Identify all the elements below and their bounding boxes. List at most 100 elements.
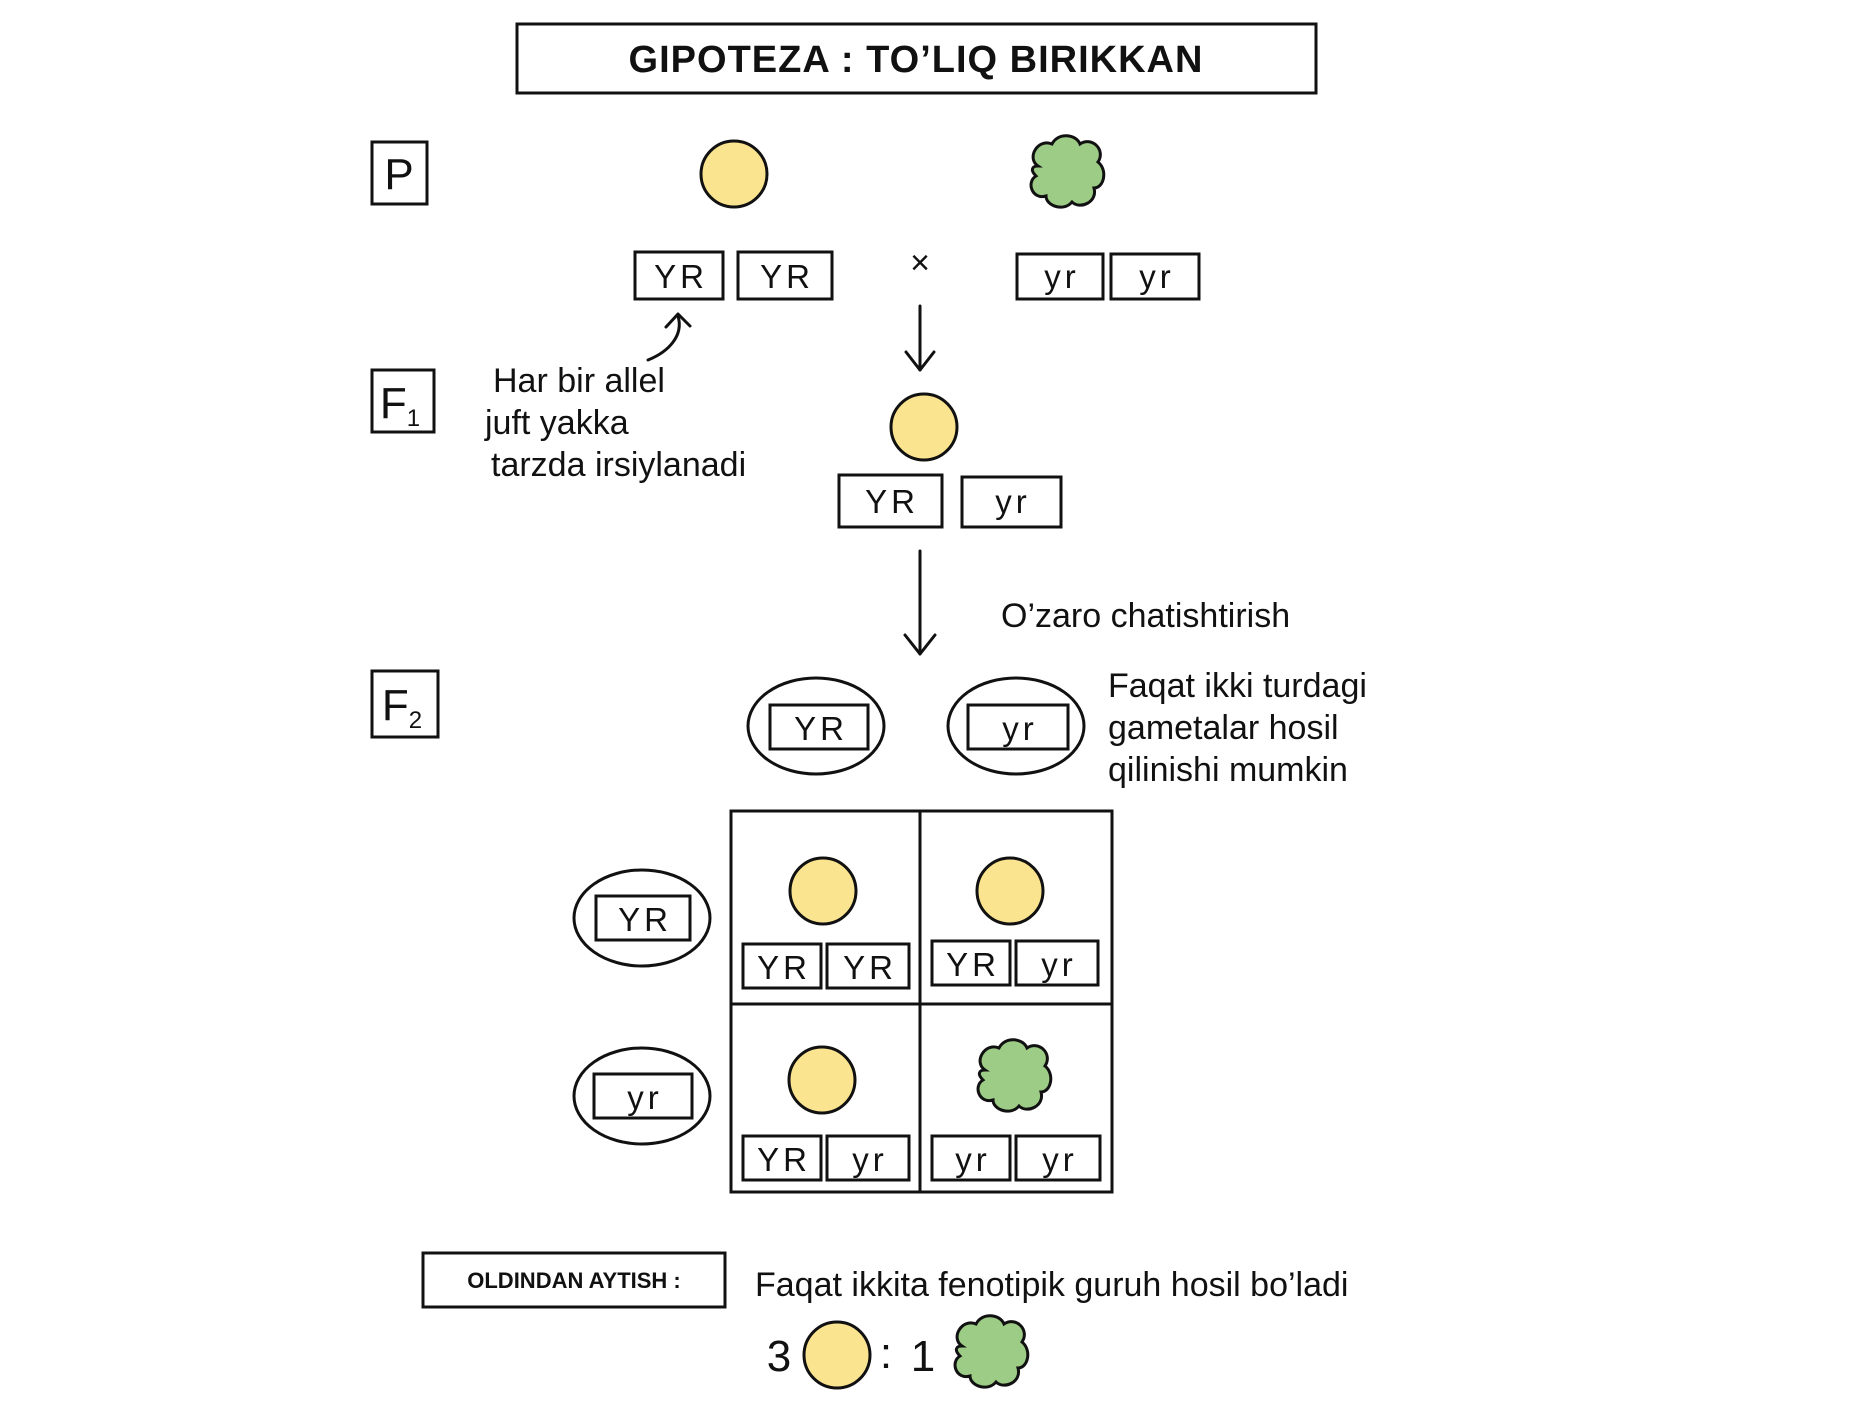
allele-frame	[960, 475, 1063, 529]
allele-label: YR	[794, 710, 848, 747]
generation-label-text: F1	[380, 379, 420, 432]
allele-label: yr	[852, 1141, 888, 1178]
generation-subscript: 1	[407, 405, 420, 432]
yellow-round-pea-icon	[787, 1045, 857, 1115]
gamete-top-2: yr	[946, 676, 1086, 776]
allele-label: YR	[946, 946, 1000, 983]
allele-label: YR	[760, 258, 814, 295]
allele-box: yr	[960, 475, 1063, 529]
allele-label: YR	[618, 901, 672, 938]
punnett-square: YR YR YR yr YR yr yr yr	[729, 809, 1114, 1194]
down-arrow-icon	[903, 549, 937, 656]
allele-frame	[837, 473, 944, 529]
phenotype-ratio: 3 : 1	[767, 1314, 1030, 1390]
allele-label: yr	[1041, 946, 1077, 983]
allele-frame	[930, 939, 1012, 987]
allele-note: Har bir allel juft yakka tarzda irsiylan…	[484, 362, 746, 484]
green-wrinkled-pea-icon	[1029, 134, 1106, 209]
curved-arrow-icon	[646, 312, 692, 362]
allele-frame	[592, 1072, 694, 1120]
generation-letter: F	[380, 379, 407, 428]
allele-frame	[1014, 939, 1100, 987]
allele-label: YR	[757, 949, 811, 986]
allele-frame	[1109, 252, 1201, 301]
punnett-cell: YR yr	[930, 856, 1100, 987]
punnett-cell: yr yr	[930, 1038, 1102, 1182]
arrow-head	[904, 350, 936, 372]
allele-frame	[594, 894, 692, 942]
note-line: qilinishi mumkin	[1108, 751, 1348, 789]
gamete-top-1: YR	[746, 676, 886, 776]
note-line: gametalar hosil	[1108, 709, 1339, 747]
allele-frame	[966, 703, 1070, 751]
gamete-ellipse	[746, 676, 886, 776]
generation-label-frame	[370, 140, 429, 206]
prediction-text: Faqat ikkita fenotipik guruh hosil bo’la…	[755, 1266, 1348, 1304]
yellow-round-pea-icon	[699, 139, 769, 209]
allele-frame	[741, 942, 823, 990]
prediction-label: OLDINDAN AYTISH :	[467, 1268, 681, 1293]
generation-label-text: P	[384, 150, 413, 199]
yellow-round-pea-icon	[802, 1320, 872, 1390]
generation-subscript: 2	[409, 707, 422, 734]
allele-label: yr	[1042, 1141, 1078, 1178]
title-banner: GIPOTEZA : TO’LIQ BIRIKKAN	[515, 22, 1318, 95]
gamete-left-2: yr	[572, 1046, 712, 1146]
allele-box: yr	[1109, 252, 1201, 301]
cross-label: O’zaro chatishtirish	[1001, 597, 1290, 635]
allele-label: yr	[1002, 710, 1038, 747]
punnett-cell: YR YR	[741, 856, 911, 990]
allele-label: YR	[843, 949, 897, 986]
allele-label: YR	[757, 1141, 811, 1178]
parent-2: yr yr	[1015, 134, 1201, 301]
ratio-yellow-count: 3	[767, 1332, 791, 1381]
allele-frame	[768, 703, 870, 751]
yellow-round-pea-icon	[788, 856, 858, 926]
gamete-ellipse	[572, 1046, 712, 1146]
allele-box: yr	[1015, 252, 1105, 301]
page-title: GIPOTEZA : TO’LIQ BIRIKKAN	[629, 39, 1204, 81]
gamete-ellipse	[946, 676, 1086, 776]
generation-label-p: P	[370, 140, 429, 206]
allele-label: yr	[627, 1079, 663, 1116]
cross-symbol: ×	[910, 244, 930, 282]
allele-frame	[1015, 252, 1105, 301]
gamete-note: Faqat ikki turdagi gametalar hosil qilin…	[1108, 667, 1367, 789]
generation-label-frame	[370, 368, 436, 434]
allele-label: yr	[1139, 258, 1175, 295]
note-line: juft yakka	[484, 404, 629, 442]
note-line: tarzda irsiylanadi	[491, 446, 746, 484]
gamete-ellipse	[572, 868, 712, 968]
allele-label: yr	[1044, 258, 1080, 295]
allele-box: YR	[633, 250, 725, 301]
allele-frame	[1014, 1134, 1102, 1182]
f1-offspring: YR yr	[837, 392, 1063, 529]
prediction-label-frame	[421, 1251, 727, 1309]
green-wrinkled-pea-icon	[953, 1314, 1030, 1389]
allele-label: yr	[955, 1141, 991, 1178]
ratio-green-count: 1	[911, 1332, 935, 1381]
generation-label-f2: F2	[370, 669, 440, 739]
yellow-round-pea-icon	[889, 392, 959, 462]
generation-label-f1: F1	[370, 368, 436, 434]
generation-letter: F	[382, 681, 409, 730]
allele-label: YR	[865, 483, 919, 520]
arrow-head	[903, 633, 937, 656]
note-line: Faqat ikki turdagi	[1108, 667, 1367, 705]
green-wrinkled-pea-icon	[976, 1038, 1053, 1113]
parent-1: YR YR	[633, 139, 834, 301]
allele-frame	[825, 942, 911, 990]
allele-box: YR	[837, 473, 944, 529]
allele-frame	[736, 250, 834, 301]
allele-frame	[930, 1134, 1012, 1182]
arrow-shaft	[646, 314, 681, 362]
punnett-cell: YR yr	[741, 1045, 911, 1182]
allele-frame	[741, 1134, 823, 1182]
prediction: OLDINDAN AYTISH : Faqat ikkita fenotipik…	[421, 1251, 1348, 1309]
note-line: Har bir allel	[493, 362, 665, 400]
allele-label: YR	[654, 258, 708, 295]
allele-label: yr	[995, 483, 1031, 520]
down-arrow-icon	[904, 304, 936, 372]
